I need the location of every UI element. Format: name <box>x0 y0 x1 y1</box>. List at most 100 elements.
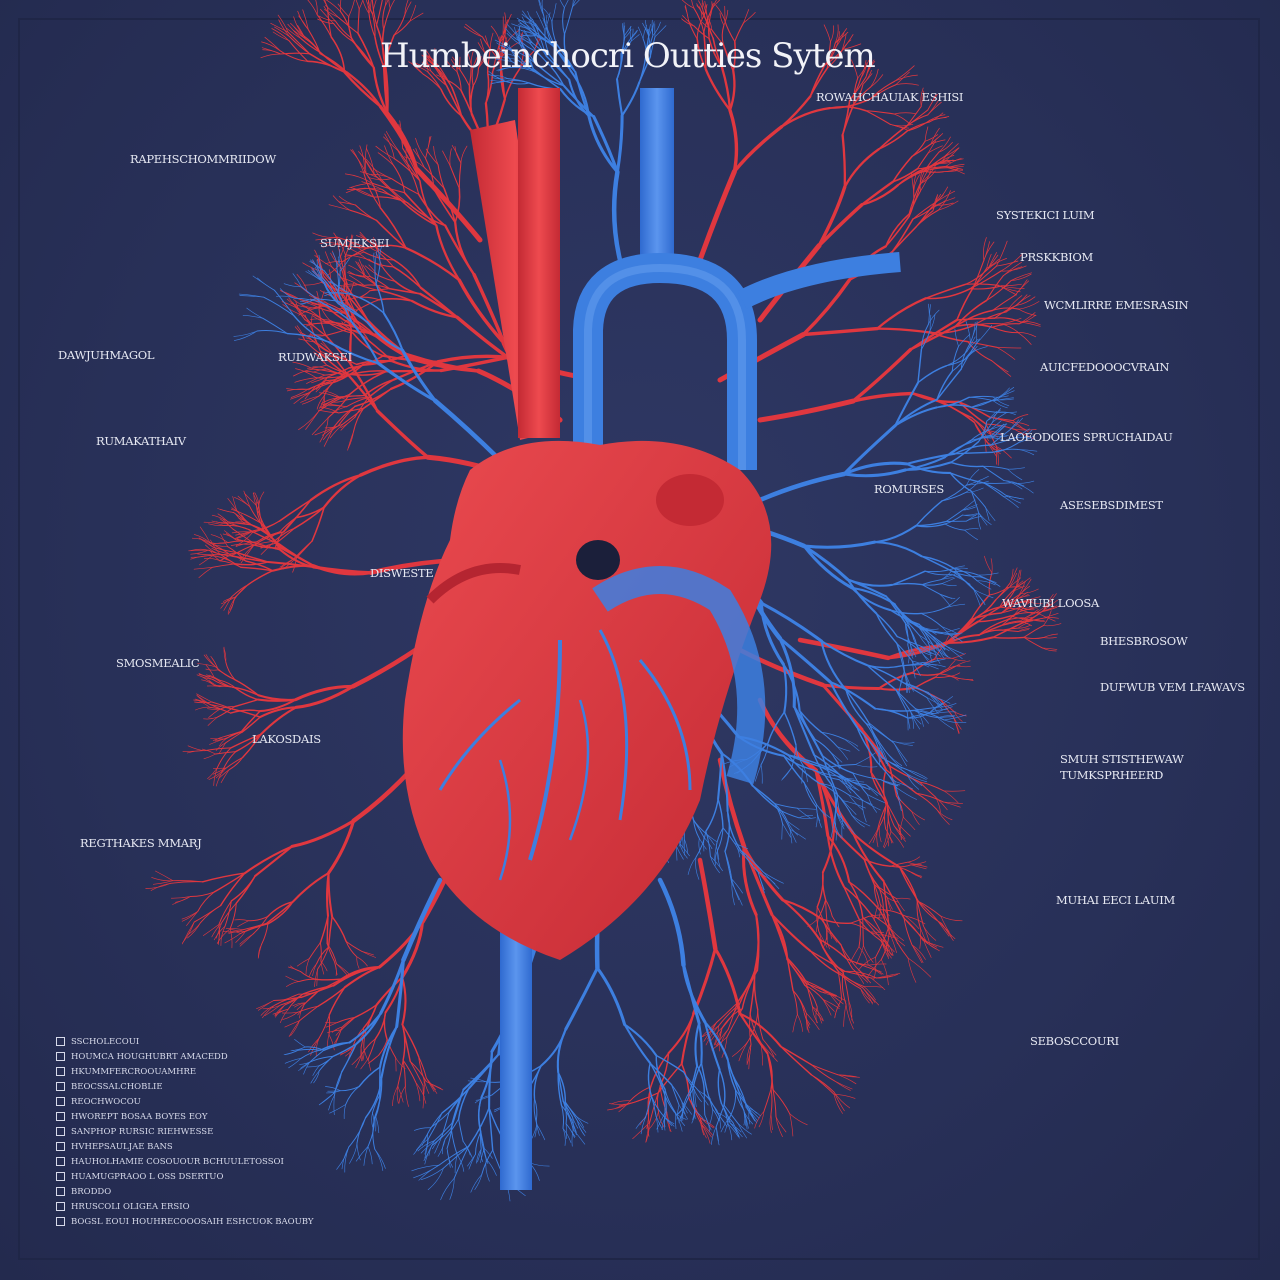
vessel-segment <box>804 984 818 1008</box>
artery-branch-icon <box>145 0 1062 1144</box>
vessel-segment <box>758 1111 765 1128</box>
vessel-segment <box>438 1145 470 1166</box>
vessel-segment <box>1043 599 1058 611</box>
vessel-segment <box>936 919 950 937</box>
vessel-segment <box>721 1036 728 1058</box>
vessel-segment <box>495 59 513 62</box>
vessel-segment <box>1018 301 1040 310</box>
vessel-segment <box>908 183 921 215</box>
vessel-segment <box>338 407 365 414</box>
vessel-segment <box>607 1103 630 1111</box>
vessel-segment <box>201 872 246 883</box>
vessel-segment <box>396 148 410 169</box>
vessel-segment <box>304 318 327 337</box>
vessel-segment <box>846 958 868 968</box>
vessel-segment <box>318 1014 330 1039</box>
vessel-segment <box>302 304 320 309</box>
vessel-segment <box>288 1057 302 1069</box>
vessel-segment <box>911 144 931 157</box>
vessel-segment <box>430 1111 450 1129</box>
vessel-segment <box>455 315 510 359</box>
vessel-segment <box>749 968 756 1014</box>
vessel-segment <box>880 937 893 956</box>
vessel-segment <box>947 660 956 670</box>
vessel-segment <box>823 24 831 43</box>
vessel-segment <box>789 828 793 844</box>
vessel-segment <box>923 925 931 945</box>
vessel-segment <box>990 434 1009 436</box>
vessel-segment <box>654 25 667 38</box>
vessel-segment <box>928 309 940 325</box>
vessel-segment <box>197 663 217 668</box>
vessel-segment <box>229 902 237 930</box>
vessel-segment <box>572 0 574 8</box>
vessel-segment <box>679 843 690 857</box>
vessel-segment <box>229 928 233 949</box>
vessel-segment <box>968 396 995 402</box>
vessel-segment <box>319 1093 334 1105</box>
vessel-segment <box>792 989 798 1015</box>
vessel-segment <box>804 980 825 991</box>
vessel-segment <box>415 148 425 168</box>
vessel-segment <box>856 726 879 764</box>
vessel-segment <box>485 1158 497 1176</box>
vessel-segment <box>701 1121 714 1136</box>
vessel-segment <box>638 55 647 84</box>
vessel-segment <box>427 1112 443 1140</box>
vessel-segment <box>1043 593 1057 611</box>
vessel-segment <box>878 125 908 150</box>
vessel-segment <box>328 986 346 1016</box>
vessel-segment <box>802 544 854 590</box>
legend-item: REOCHWOCOU <box>56 1094 296 1109</box>
vessel-segment <box>343 407 365 425</box>
vessel-segment <box>938 190 951 211</box>
vessel-segment <box>474 1094 493 1104</box>
vessel-segment <box>213 552 238 556</box>
vessel-segment <box>951 345 959 372</box>
vessel-segment <box>301 395 320 405</box>
vessel-segment <box>520 30 538 36</box>
vessel-segment <box>282 304 305 317</box>
vessel-segment <box>557 1071 567 1103</box>
vessel-segment <box>392 164 406 194</box>
vessel-segment <box>388 287 422 295</box>
vessel-segment <box>340 416 356 431</box>
vessel-segment <box>381 179 409 204</box>
vessel-segment <box>700 1062 708 1091</box>
vessel-segment <box>870 913 891 929</box>
vessel-segment <box>233 330 258 341</box>
vessel-segment <box>417 1140 436 1152</box>
vessel-segment <box>789 1113 808 1126</box>
vessel-segment <box>297 25 306 40</box>
vessel-segment <box>395 1057 397 1072</box>
vessel-segment <box>862 987 873 1005</box>
vessel-segment <box>1012 420 1029 433</box>
vessel-segment <box>970 429 991 442</box>
vessel-segment <box>719 12 725 26</box>
vessel-segment <box>863 945 874 963</box>
vessel-segment <box>544 12 551 31</box>
vessel-segment <box>713 1025 720 1046</box>
vessel-segment <box>999 590 1013 608</box>
vessel-segment <box>1003 496 1019 508</box>
vessel-segment <box>880 939 894 956</box>
vessel-segment <box>333 960 337 977</box>
vessel-segment <box>262 1004 276 1019</box>
vessel-segment <box>671 1084 680 1106</box>
vessel-segment <box>306 374 326 384</box>
vessel-segment <box>700 1122 712 1138</box>
vessel-segment <box>964 487 984 494</box>
vessel-segment <box>476 1148 482 1164</box>
vessel-segment <box>529 16 539 34</box>
vessel-segment <box>294 326 305 341</box>
vessel-segment <box>317 978 343 992</box>
vessel-segment <box>896 642 913 662</box>
vessel-segment <box>290 819 356 848</box>
vessel-segment <box>927 93 938 111</box>
vessel-segment <box>358 290 371 299</box>
vessel-segment <box>703 1093 706 1116</box>
vessel-segment <box>333 232 346 256</box>
vessel-segment <box>530 27 552 45</box>
vessel-segment <box>265 901 294 925</box>
vessel-segment <box>196 693 213 703</box>
